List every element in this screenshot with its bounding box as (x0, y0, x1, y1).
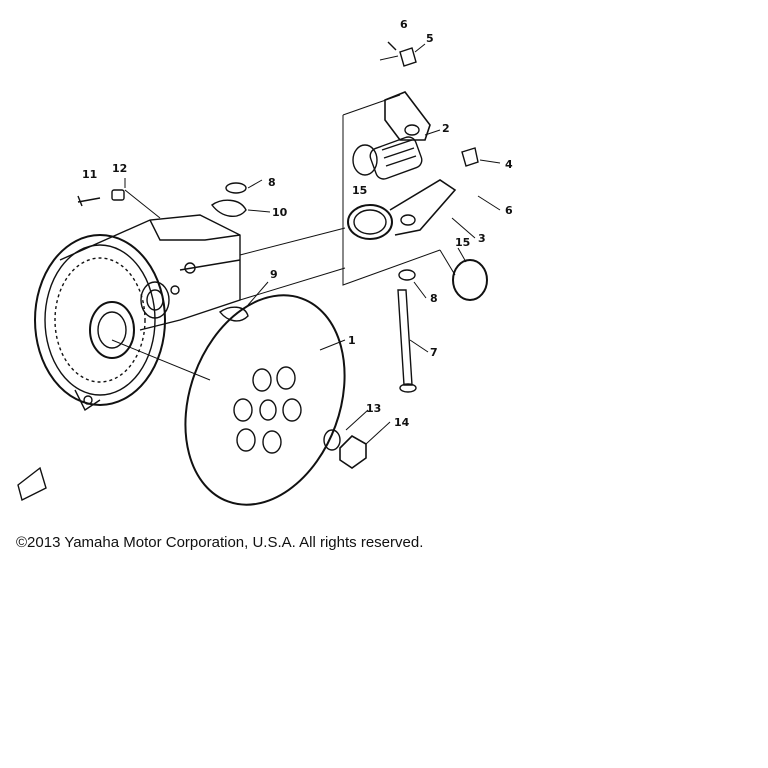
callout-2: 2 (442, 122, 450, 135)
small-parts (17, 41, 488, 502)
callout-1: 1 (348, 334, 356, 347)
exploded-parts-diagram: 1 2 3 4 5 6 6 7 8 8 9 10 11 12 13 14 15 … (17, 18, 513, 506)
lever-part (347, 179, 457, 240)
callout-labels: 1 2 3 4 5 6 6 7 8 8 9 10 11 12 13 14 15 … (82, 18, 513, 429)
copyright-notice: ©2013 Yamaha Motor Corporation, U.S.A. A… (16, 534, 424, 551)
bracket-part (369, 91, 431, 180)
callout-4: 4 (505, 158, 513, 171)
callout-14: 14 (394, 416, 410, 429)
callout-lines (124, 43, 501, 445)
callout-10: 10 (272, 206, 288, 219)
callout-8b: 8 (430, 292, 438, 305)
callout-15b: 15 (455, 236, 470, 249)
callout-6b: 6 (505, 204, 513, 217)
callout-5: 5 (426, 32, 434, 45)
disc-part (184, 294, 346, 506)
callout-9: 9 (270, 268, 278, 281)
callout-7: 7 (430, 346, 438, 359)
callout-3: 3 (478, 232, 486, 245)
callout-8a: 8 (268, 176, 276, 189)
callout-13: 13 (366, 402, 381, 415)
callout-15a: 15 (352, 184, 367, 197)
callout-6a: 6 (400, 18, 408, 31)
callout-12: 12 (112, 162, 127, 175)
housing-assembly (34, 214, 241, 412)
callout-11: 11 (82, 168, 97, 181)
